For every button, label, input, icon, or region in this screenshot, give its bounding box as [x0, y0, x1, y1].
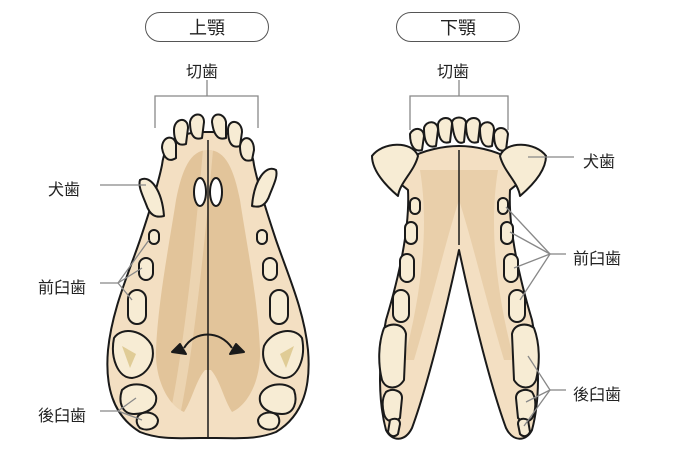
upper-incisor-label: 切歯 [186, 62, 219, 81]
lower-jaw [371, 116, 547, 440]
upper-canine-right [251, 167, 278, 208]
upper-canine-label: 犬歯 [48, 180, 81, 199]
lower-incisors [409, 116, 509, 152]
lower-premolar-label: 前臼歯 [573, 249, 622, 268]
lower-molar-label: 後臼歯 [573, 385, 622, 404]
upper-premolar-label: 前臼歯 [38, 278, 87, 297]
upper-jaw [106, 113, 310, 440]
lower-molars [378, 323, 540, 438]
upper-jaw-title: 上顎 [145, 12, 269, 42]
upper-molar-label: 後臼歯 [38, 406, 87, 425]
lower-leaders [409, 80, 574, 427]
upper-premolars [127, 229, 289, 325]
upper-leaders [100, 80, 259, 421]
upper-canine-left [138, 177, 165, 218]
upper-incisors [161, 113, 255, 162]
lower-incisor-label: 切歯 [437, 62, 470, 81]
lower-canine-label: 犬歯 [583, 152, 616, 171]
lower-jaw-title: 下顎 [396, 12, 520, 42]
lower-canine-left [371, 143, 419, 197]
